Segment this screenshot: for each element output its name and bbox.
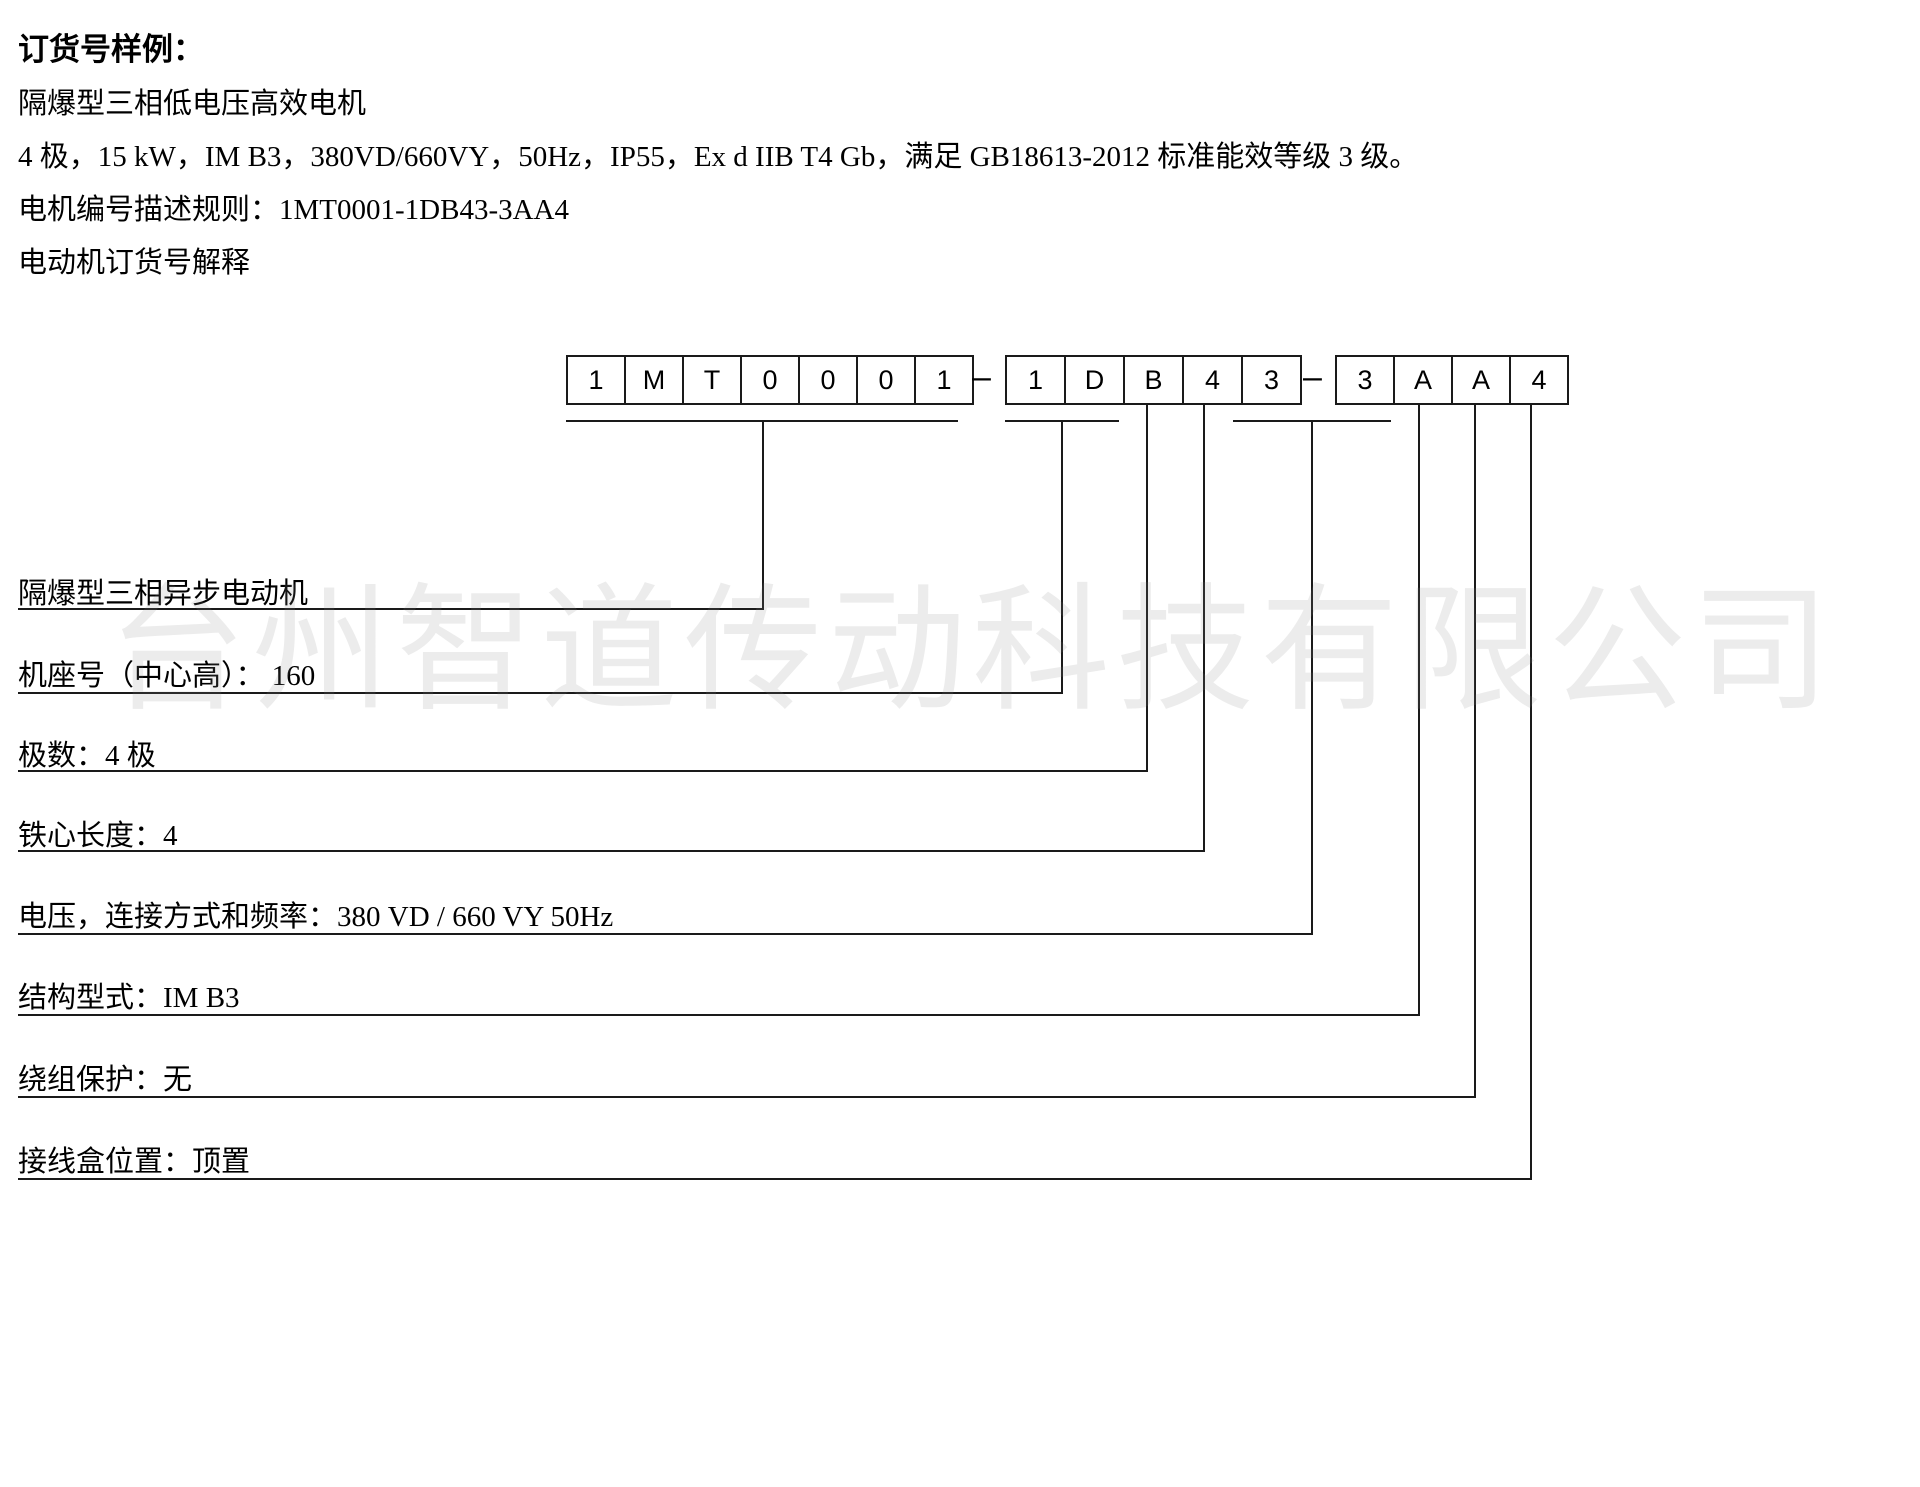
code-box: M	[624, 355, 684, 405]
legend-frame-size: 机座号（中心高）： 160	[18, 660, 316, 692]
header-motor-description: 隔爆型三相低电压高效电机	[18, 88, 367, 120]
underline-winding-protection	[18, 1096, 1476, 1098]
header-order-number-rule: 电机编号描述规则：1MT0001-1DB43-3AA4	[18, 194, 569, 226]
code-separator: –	[1303, 358, 1322, 396]
underline-frame-size	[18, 692, 1063, 694]
code-box: 4	[1182, 355, 1243, 405]
underline-pole-number	[18, 770, 1148, 772]
code-group-1: 1 M T 0 0 0 1	[566, 355, 974, 405]
drop-line-motor-type	[762, 420, 764, 610]
underline-terminal-box	[18, 1178, 1532, 1180]
legend-core-length: 铁心长度：4	[18, 820, 178, 852]
legend-terminal-box: 接线盒位置：顶置	[18, 1146, 251, 1178]
code-box: 1	[566, 355, 626, 405]
code-box: 4	[1509, 355, 1569, 405]
legend-motor-type: 隔爆型三相异步电动机	[18, 578, 309, 610]
drop-line-terminal-box	[1530, 401, 1532, 1180]
code-box: 0	[798, 355, 858, 405]
drop-line-voltage	[1311, 420, 1313, 935]
header-motor-specs: 4 极，15 kW，IM B3，380VD/660VY，50Hz，IP55，Ex…	[18, 141, 1419, 173]
code-box: 0	[856, 355, 916, 405]
drop-line-frame-size	[1061, 420, 1063, 694]
underline-voltage	[18, 933, 1313, 935]
drop-line-mounting	[1418, 401, 1420, 1016]
code-box: 3	[1335, 355, 1395, 405]
drop-line-winding-protection	[1474, 401, 1476, 1098]
drop-line-pole-number	[1146, 401, 1148, 772]
header-order-number-explanation: 电动机订货号解释	[18, 247, 251, 279]
code-box: 1	[914, 355, 974, 405]
underline-core-length	[18, 850, 1205, 852]
code-separator: –	[972, 358, 991, 396]
code-box: 1	[1005, 355, 1066, 405]
legend-pole-number: 极数：4 极	[18, 740, 156, 772]
code-box: 3	[1241, 355, 1302, 405]
code-box: B	[1123, 355, 1184, 405]
legend-mounting: 结构型式：IM B3	[18, 982, 240, 1014]
drop-line-core-length	[1203, 401, 1205, 852]
code-group-3: 3 A A 4	[1335, 355, 1569, 405]
page-title: 订货号样例：	[18, 32, 204, 68]
code-box: A	[1451, 355, 1511, 405]
company-watermark: 台州智道传动科技有限公司	[108, 570, 1837, 731]
underline-motor-type	[18, 608, 764, 610]
code-box: D	[1064, 355, 1125, 405]
underline-mounting	[18, 1014, 1420, 1016]
code-box: 0	[740, 355, 800, 405]
code-box: A	[1393, 355, 1453, 405]
legend-voltage: 电压，连接方式和频率：380 VD / 660 VY 50Hz	[18, 901, 614, 933]
legend-winding-protection: 绕组保护：无	[18, 1064, 193, 1096]
code-box: T	[682, 355, 742, 405]
code-group-2: 1 D B 4 3	[1005, 355, 1302, 405]
